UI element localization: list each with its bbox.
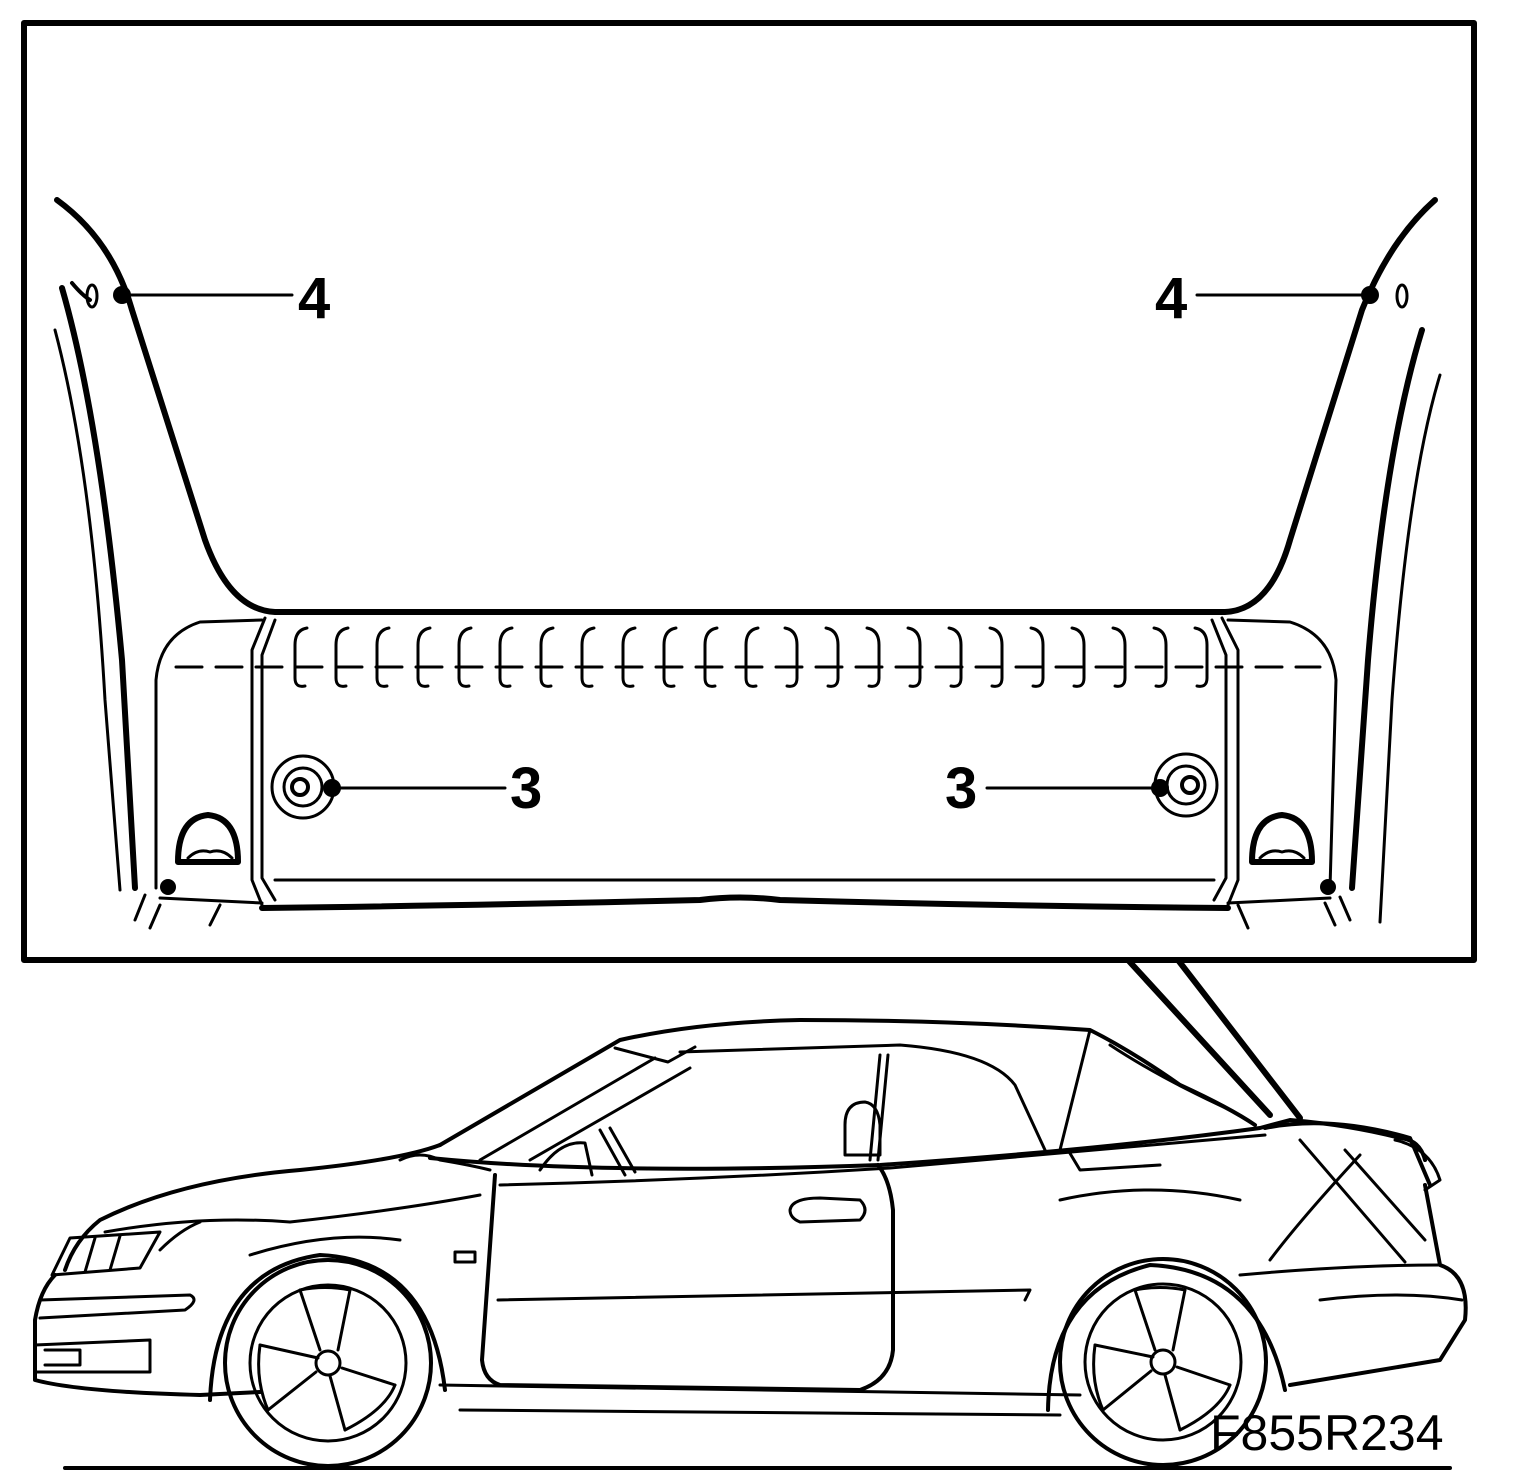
zoom-pointer: [1125, 957, 1303, 1121]
trunk-opening-outline: [54, 197, 1438, 615]
trim-clip: [293, 626, 309, 688]
trim-clip: [621, 626, 637, 688]
left-side-pillar: [53, 281, 138, 892]
right-side-pillar: [1349, 327, 1442, 924]
trim-clip: [947, 626, 963, 688]
lashing-eye-right: [1236, 812, 1352, 930]
trim-clip: [662, 626, 678, 688]
callout-3-right: 3: [945, 756, 977, 821]
trim-clip: [744, 626, 760, 688]
trim-clip: [375, 626, 391, 688]
clip-row: [293, 626, 1209, 688]
trim-clip: [539, 626, 555, 688]
trim-clip: [703, 626, 719, 688]
trim-clip: [1111, 626, 1127, 688]
rear-wheel: [1058, 1257, 1268, 1467]
callout-3-left: 3: [510, 756, 542, 821]
trim-clip: [988, 626, 1004, 688]
trim-clip: [334, 626, 350, 688]
soft-top: [438, 1018, 1257, 1147]
front-wheel: [223, 1258, 433, 1468]
trim-clip: [498, 626, 514, 688]
fastener-4-left: [85, 283, 99, 309]
leader-lines: [113, 286, 1379, 797]
trim-clip: [1193, 626, 1209, 688]
trim-clip: [416, 626, 432, 688]
figure-id: F855R234: [1210, 1405, 1444, 1461]
callout-4-left: 4: [298, 266, 330, 331]
detail-frame: [21, 20, 1477, 963]
trim-clip: [824, 626, 840, 688]
trim-clip: [865, 626, 881, 688]
callout-4-right: 4: [1155, 266, 1187, 331]
trim-clip: [457, 626, 473, 688]
trim-clip: [580, 626, 596, 688]
lashing-eye-left: [133, 812, 241, 930]
detail-view: 4 4 3 3: [21, 20, 1477, 963]
trim-clip: [1152, 626, 1168, 688]
trim-clip: [1029, 626, 1045, 688]
trim-panel: [154, 616, 1338, 911]
trim-clip: [906, 626, 922, 688]
door: [480, 1163, 895, 1392]
fastener-4-right: [1395, 283, 1409, 309]
trim-clip: [783, 626, 799, 688]
trim-clip: [1070, 626, 1086, 688]
car-overview: [33, 1018, 1468, 1468]
